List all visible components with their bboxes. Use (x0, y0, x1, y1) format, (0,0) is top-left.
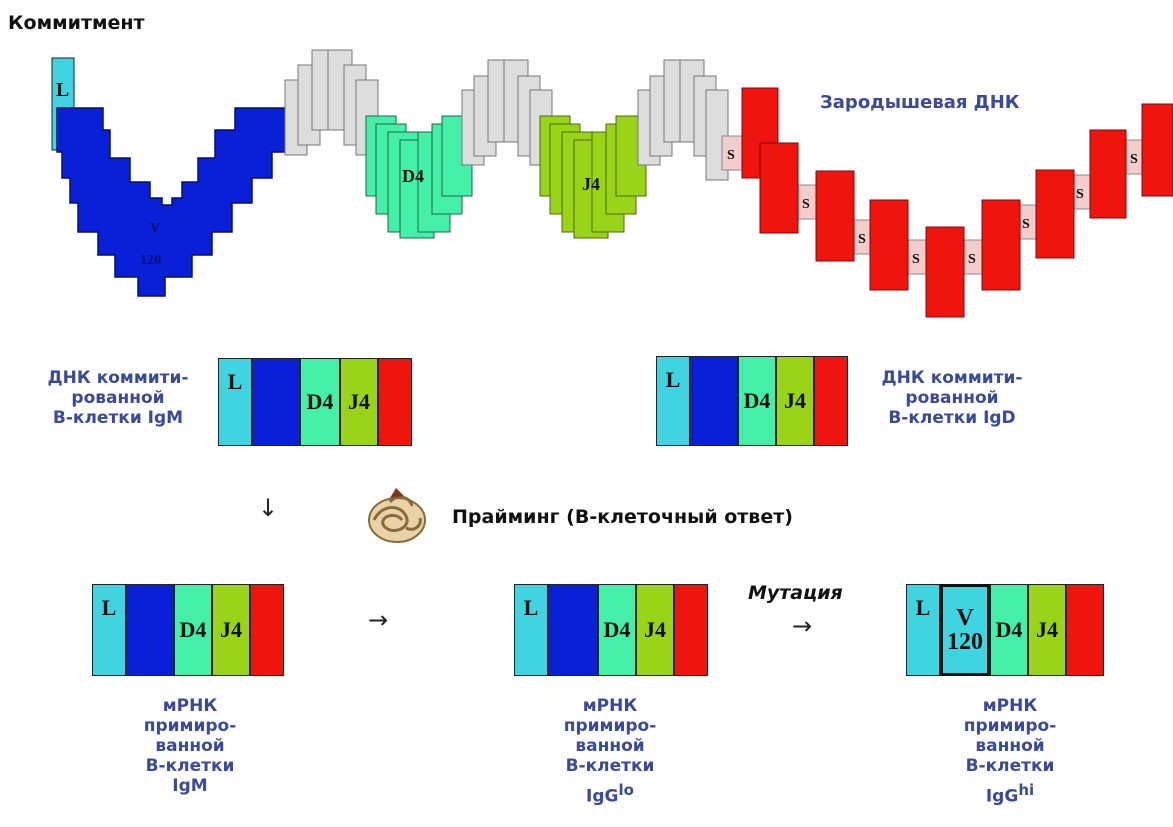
construct-mrna-ighi: L V 120 D4 J4 (906, 584, 1104, 676)
segment-d: D4 (990, 584, 1028, 676)
caption-mrna-ighi: мРНК примиро- ванной В-клетки IgGhi (963, 696, 1057, 807)
construct-dna-igm: L D4 J4 (218, 358, 414, 446)
segment-c-mu (378, 358, 412, 446)
arrow-right-1: → (368, 606, 389, 634)
germline-l-label: L (56, 79, 69, 101)
segment-v (126, 584, 174, 676)
segment-d: D4 (300, 358, 340, 446)
germline-constant-regions (741, 87, 1173, 318)
heading-priming: Прайминг (В-клеточный ответ) (452, 506, 793, 528)
caption-mrna-iglo: мРНК примиро- ванной В-клетки IgGlo (563, 696, 657, 807)
segment-v (690, 356, 738, 446)
segment-l: L (218, 358, 252, 446)
segment-v-letter: V (956, 605, 974, 631)
svg-text:S: S (802, 197, 810, 212)
arrow-right-2: → (792, 612, 813, 640)
svg-text:S: S (1076, 187, 1084, 202)
segment-c-mu (250, 584, 284, 676)
construct-mrna-iglo: L D4 J4 (514, 584, 712, 676)
svg-text:S: S (1022, 217, 1030, 232)
germline-switch-regions (721, 135, 1147, 275)
segment-c-gamma (674, 584, 708, 676)
segment-v (252, 358, 300, 446)
segment-j: J4 (212, 584, 250, 676)
germline-gray-cluster-1 (284, 49, 379, 156)
segment-l: L (906, 584, 940, 676)
germline-d-cluster (365, 115, 473, 239)
segment-j: J4 (1028, 584, 1066, 676)
segment-d: D4 (598, 584, 636, 676)
germline-v-label: V (150, 221, 160, 236)
caption-dna-igm: ДНК коммити- рованной В-клетки IgM (47, 368, 189, 428)
germline-switch-labels: S S S S S S S S (727, 148, 1138, 267)
segment-c-delta (814, 356, 848, 446)
germline-j-label: J4 (582, 174, 600, 194)
svg-text:S: S (968, 252, 976, 267)
segment-v-number: 120 (947, 629, 983, 655)
heading-mutation: Мутация (748, 582, 843, 604)
svg-text:S: S (1130, 152, 1138, 167)
germline-v-region (56, 107, 293, 297)
heading-commitment: Коммитмент (8, 12, 145, 34)
germline-gray-cluster-2 (461, 59, 553, 166)
svg-text:S: S (858, 232, 866, 247)
germline-v-num: 120 (140, 253, 161, 268)
construct-mrna-igm: L D4 J4 (92, 584, 288, 676)
construct-dna-igd: L D4 J4 (656, 356, 852, 446)
segment-l: L (514, 584, 548, 676)
svg-text:S: S (912, 252, 920, 267)
segment-d: D4 (174, 584, 212, 676)
protein-icon (368, 488, 426, 543)
segment-l: L (656, 356, 690, 446)
caption-dna-igd: ДНК коммити- рованной В-клетки IgD (881, 368, 1023, 428)
heading-germline-dna: Зародышевая ДНК (820, 92, 1020, 113)
germline-d-label: D4 (402, 166, 424, 186)
segment-j: J4 (776, 356, 814, 446)
segment-v-mutated: V 120 (940, 584, 990, 676)
arrow-down: ↓ (258, 494, 279, 522)
segment-l: L (92, 584, 126, 676)
segment-c-gamma (1066, 584, 1104, 676)
germline-dna-diagram: L V 120 D4 J4 (51, 49, 1173, 318)
segment-d: D4 (738, 356, 776, 446)
segment-v (548, 584, 598, 676)
svg-text:S: S (727, 148, 735, 163)
segment-j: J4 (636, 584, 674, 676)
caption-mrna-igm: мРНК примиро- ванной В-клетки IgM (143, 696, 237, 796)
segment-j: J4 (340, 358, 378, 446)
germline-gray-cluster-3 (637, 59, 729, 181)
